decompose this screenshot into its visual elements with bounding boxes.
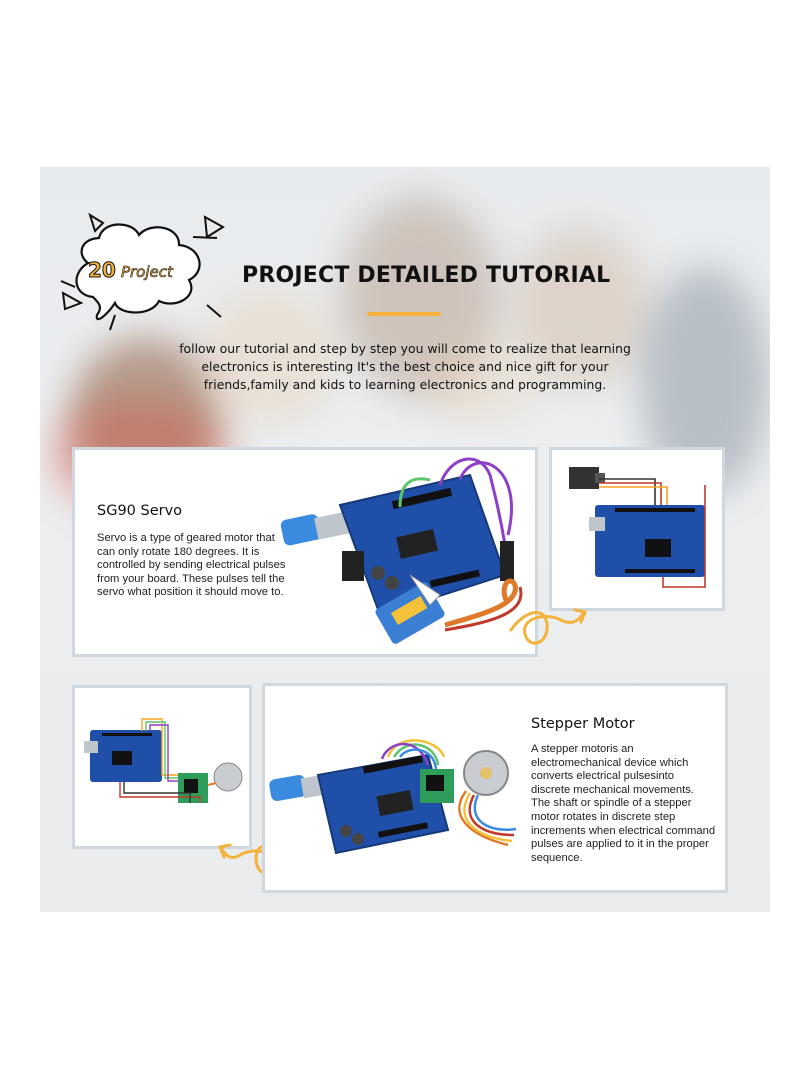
servo-photo [280,457,523,644]
badge-text: 20 Project [88,258,218,283]
badge-number: 20 [88,258,117,283]
curly-arrow-icon [509,608,588,645]
stepper-description: A stepper motoris an electromechanical d… [531,743,716,864]
intro-text: follow our tutorial and step by step you… [179,341,631,392]
stepper-title: Stepper Motor [531,716,635,732]
badge-word: Project [120,263,174,282]
stepper-photo [269,739,517,855]
stepper-wiring-diagram [84,718,243,803]
servo-wiring-diagram [569,467,706,588]
project-badge-icon [60,212,225,331]
servo-description: Servo is a type of geared motor that can… [97,532,286,599]
servo-title: SG90 Servo [97,503,183,519]
page-title: PROJECT DETAILED TUTORIAL [242,263,611,288]
title-underline [367,312,441,316]
